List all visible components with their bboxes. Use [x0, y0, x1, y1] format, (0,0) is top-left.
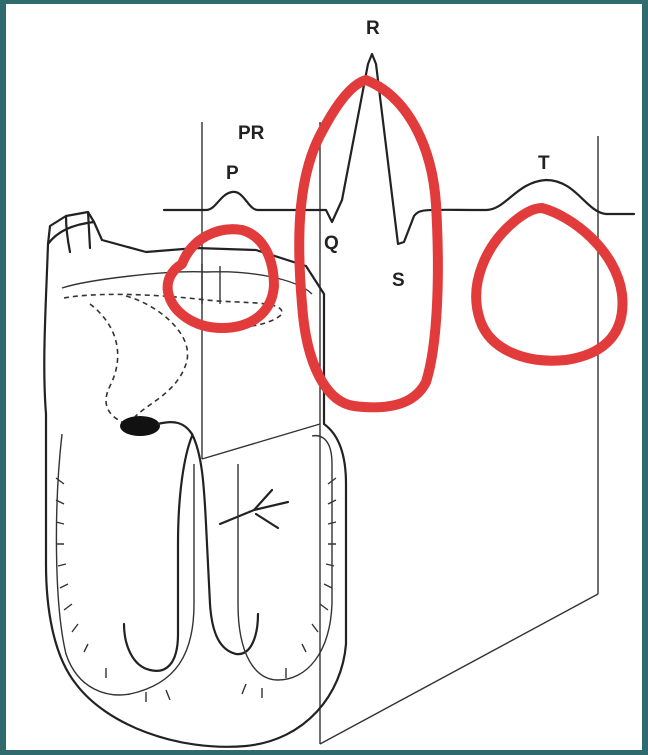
purkinje-fibers: [220, 490, 288, 528]
left-bundle-branch: [192, 434, 258, 654]
left-ventricle-wall: [56, 434, 194, 695]
p-wave-highlight: [168, 229, 274, 328]
guide-line-septum: [202, 424, 320, 459]
t-wave-highlight: [476, 208, 622, 361]
purkinje-twigs: [56, 478, 336, 702]
his-bundle: [158, 422, 192, 434]
av-node: [120, 416, 160, 436]
internodal-pathway-2: [90, 304, 122, 422]
right-bundle-branch: [124, 436, 192, 671]
label-r: R: [366, 18, 380, 39]
aorta-outline: [48, 212, 94, 252]
label-q: Q: [324, 233, 339, 254]
label-p: P: [226, 163, 239, 184]
label-pr: PR: [238, 123, 265, 144]
diagram-frame: PR P R Q S T: [6, 4, 642, 750]
label-t: T: [538, 153, 550, 174]
label-s: S: [392, 270, 405, 291]
ecg-heart-diagram: PR P R Q S T: [6, 4, 642, 750]
guide-line-bottom: [320, 594, 598, 744]
